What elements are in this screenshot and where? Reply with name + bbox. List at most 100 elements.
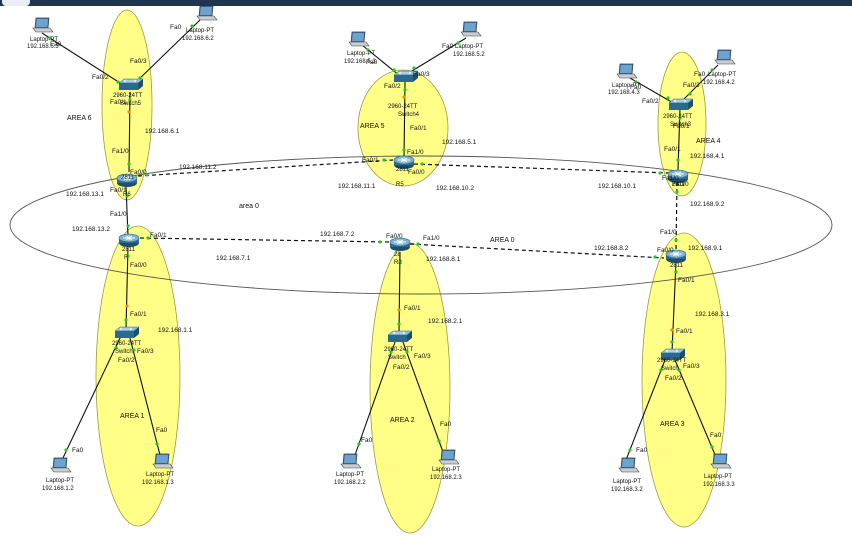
laptop-l2b[interactable]: Laptop-PT 192.168.2.3 <box>430 449 462 481</box>
laptop-l4b[interactable]: Laptop-PT 192.168.4.2 <box>703 49 736 86</box>
area-5-label: AREA 5 <box>360 123 385 130</box>
ip-label: 192.168.7.1 <box>216 255 251 262</box>
link-r1-r2[interactable] <box>139 237 390 243</box>
router-r6[interactable]: 2811 R6 <box>116 173 138 198</box>
laptop-l5b[interactable]: Laptop-PT 192.168.5.2 <box>453 21 485 58</box>
link-sw6-l6a[interactable] <box>41 32 129 89</box>
sw4-name: Switch3 <box>670 122 692 128</box>
link-sw3-l3a[interactable] <box>625 359 666 461</box>
laptop-l5a[interactable]: Laptop-PT 192.168.5.3 <box>344 31 376 65</box>
sw1-model: 2960-24TT <box>112 341 142 347</box>
r5-model: 2811 <box>396 167 410 173</box>
ip-label: 192.168.13.1 <box>66 191 104 198</box>
port-label: Fa0/2 <box>665 375 682 382</box>
router-r2[interactable]: 28 R2 <box>389 237 411 266</box>
ip-label: 192.168.5.1 <box>442 139 477 146</box>
link-sw2-l2a[interactable] <box>354 341 396 456</box>
link-sw6-l6b[interactable] <box>133 19 201 85</box>
port-label: Fa0/3 <box>683 82 700 89</box>
port-label: Fa1/0 <box>423 235 440 242</box>
ip-label: 192.168.8.1 <box>426 256 461 263</box>
laptop-l1b[interactable]: Laptop-PT 192.168.1.3 <box>142 453 174 486</box>
link-sw5-r5[interactable] <box>403 80 406 161</box>
link-sw3-l3b[interactable] <box>674 359 717 458</box>
switch-sw1[interactable]: 2960-24TT Switch <box>112 326 142 355</box>
router-r1[interactable]: 2811 R <box>118 233 140 261</box>
link-r3-sw3[interactable] <box>671 261 677 353</box>
router-r5[interactable]: 2811 R5 <box>393 155 415 188</box>
laptop-l6a[interactable]: Laptop-PT 192.168.6.3 <box>27 17 59 50</box>
port-label: Fa0 <box>636 447 648 454</box>
laptop-l1a[interactable]: Laptop-PT 192.168.1.2 <box>42 457 74 492</box>
laptop-l3a[interactable]: Laptop-PT 192.168.3.2 <box>611 457 643 493</box>
ip-label: 192.168.6.1 <box>145 128 180 135</box>
laptop-l3b[interactable]: Laptop-PT 192.168.3.3 <box>703 453 735 488</box>
r4-model: 2811 <box>672 182 686 188</box>
area-2-label: AREA 2 <box>390 417 415 424</box>
l4a-model: Laptop-PT <box>612 83 640 89</box>
port-label: Fa0/0 <box>130 262 147 269</box>
laptop-l2a[interactable]: Laptop-PT 192.168.2.2 <box>334 453 366 486</box>
link-r5-r4[interactable] <box>413 163 670 174</box>
r6-name: R6 <box>123 192 131 198</box>
port-label: Fa0/2 <box>118 357 135 364</box>
router-r4[interactable]: 2811 <box>667 169 689 188</box>
switch-sw2[interactable]: 2960-24TT Switch <box>384 330 414 361</box>
area-6-label: AREA 6 <box>67 115 92 122</box>
link-sw5-l5b[interactable] <box>406 37 467 75</box>
l4b-ip: 192.168.4.2 <box>703 80 735 86</box>
link-r6-r5[interactable] <box>137 159 394 177</box>
port-label: Fa0 <box>170 24 182 31</box>
l6b-ip: 192.168.6.2 <box>182 36 214 42</box>
link-r2-r3[interactable] <box>409 243 665 259</box>
l1a-ip: 192.168.1.2 <box>42 486 74 492</box>
link-r2-sw2[interactable] <box>398 251 401 335</box>
ip-label: 192.168.3.1 <box>695 311 730 318</box>
link-r1-sw1[interactable] <box>125 245 129 331</box>
port-label: Fa0 <box>156 427 168 434</box>
router-r3[interactable]: 2811 <box>665 249 687 269</box>
port-label: Fa1/0 <box>660 229 677 236</box>
link-lights <box>48 24 714 452</box>
topology-workspace[interactable]: AREA 6 AREA 5 AREA 4 AREA 1 AREA 2 AREA … <box>0 6 852 544</box>
sw3-model: 2960-24TT <box>657 358 687 364</box>
port-label: Fa0/1 <box>664 146 681 153</box>
ip-label: 192.168.11.1 <box>338 183 376 190</box>
ip-label: 192.168.11.2 <box>179 164 217 171</box>
port-label: Fa0/1 <box>110 187 127 194</box>
l6b-model: Laptop-PT <box>186 28 214 34</box>
port-label: Fa0/0 <box>672 181 689 188</box>
port-label: Fa0/2 <box>384 83 401 90</box>
sw5-name: Switch4 <box>398 112 420 118</box>
l1b-model: Laptop-PT <box>146 472 174 478</box>
r2-name: R2 <box>394 260 402 266</box>
port-label: Fa0/1 <box>110 99 127 106</box>
port-label: Fa0/2 <box>393 364 410 371</box>
link-sw6-r6[interactable] <box>128 91 131 173</box>
switch-sw5[interactable]: 2960-24TT Switch4 <box>388 70 420 118</box>
sw2-name: Switch <box>388 355 406 361</box>
port-label: Fa1/0 <box>110 211 127 218</box>
port-label: Fa0/3 <box>137 348 154 355</box>
link-sw2-l2b[interactable] <box>402 341 444 453</box>
link-sw1-l1b[interactable] <box>129 337 161 456</box>
link-sw1-l1a[interactable] <box>61 337 121 461</box>
port-label: Fa0/3 <box>414 353 431 360</box>
switch-sw3[interactable]: 2960-24TT Switch <box>657 348 687 372</box>
title-bar-tab[interactable] <box>2 0 30 6</box>
port-label: Fa0/1 <box>410 125 427 132</box>
laptop-l6b[interactable]: Laptop-PT 192.168.6.2 <box>182 6 218 42</box>
ip-label: 192.168.8.2 <box>594 245 629 252</box>
l3b-ip: 192.168.3.3 <box>703 482 735 488</box>
switch-sw6[interactable]: 2960-24TT Switch5 <box>113 78 144 107</box>
switch-sw4[interactable]: 2960-24TT Switch3 <box>663 98 694 128</box>
l4a-ip: 192.168.4.3 <box>608 90 640 96</box>
link-r6-r1[interactable] <box>125 185 129 237</box>
port-label: Fa0/2 <box>92 74 109 81</box>
sw6-model: 2960-24TT <box>113 93 143 99</box>
l3b-model: Laptop-PT <box>704 474 732 480</box>
port-label: Fa0 <box>50 41 62 48</box>
port-label: Fa0 <box>630 84 642 91</box>
laptop-l4a[interactable]: Laptop-PT 192.168.4.3 <box>608 63 640 96</box>
area-2-zone <box>369 242 451 534</box>
